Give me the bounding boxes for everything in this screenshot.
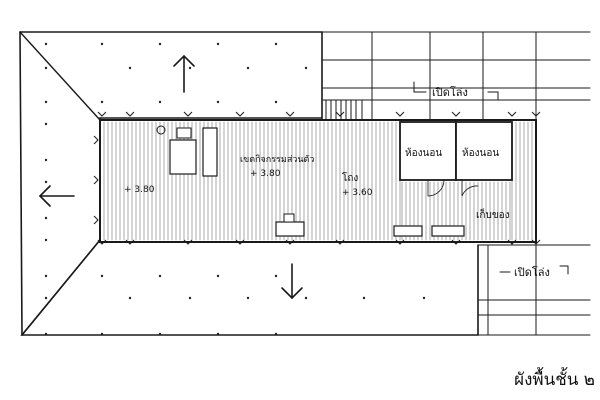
roof-hip-bottom — [21, 239, 101, 336]
storage-label: เก็บของ — [476, 207, 510, 221]
floor-hatching — [103, 121, 533, 241]
left-level-label: + 3.80 — [124, 185, 155, 195]
cabinet-2 — [431, 225, 465, 237]
open-arrow-top — [413, 81, 499, 101]
arrow-up — [173, 54, 195, 93]
column-posts — [93, 111, 541, 245]
plan-title: ผังพื้นชั้น ๒ — [514, 370, 595, 390]
arrow-left — [38, 185, 75, 207]
living-level-label: + 3.80 — [250, 169, 281, 179]
door-swing-2 — [461, 179, 479, 197]
grid-dots — [44, 42, 426, 336]
open-air-label-top: เปิดโล่ง — [432, 85, 468, 99]
desk — [275, 221, 305, 237]
lamp — [156, 125, 166, 135]
bed — [169, 139, 197, 175]
stair — [321, 99, 363, 121]
pillow — [176, 127, 192, 139]
hall-level-label: + 3.60 — [342, 188, 373, 198]
roof-outline — [19, 31, 479, 336]
open-grid-top — [321, 31, 591, 121]
roof-hip-top — [19, 31, 101, 121]
main-floor — [99, 119, 537, 243]
door-swing-1 — [427, 179, 445, 197]
open-arrow-bottom — [499, 265, 569, 275]
hall-label: โถง — [342, 171, 358, 184]
living-area-label: เขตกิจกรรมส่วนตัว — [240, 154, 314, 165]
wardrobe — [202, 127, 218, 177]
bedroom-2-walls — [455, 121, 513, 181]
roof-left-edge — [19, 31, 23, 336]
bedroom-2-label: ห้องนอน — [462, 147, 499, 159]
chair — [283, 213, 295, 223]
open-air-label-bottom: เปิดโล่ง — [514, 265, 550, 279]
bedroom-1-label: ห้องนอน — [405, 147, 442, 159]
cabinet-1 — [393, 225, 423, 237]
open-grid-bottom — [477, 244, 591, 336]
arrow-down — [281, 263, 303, 300]
